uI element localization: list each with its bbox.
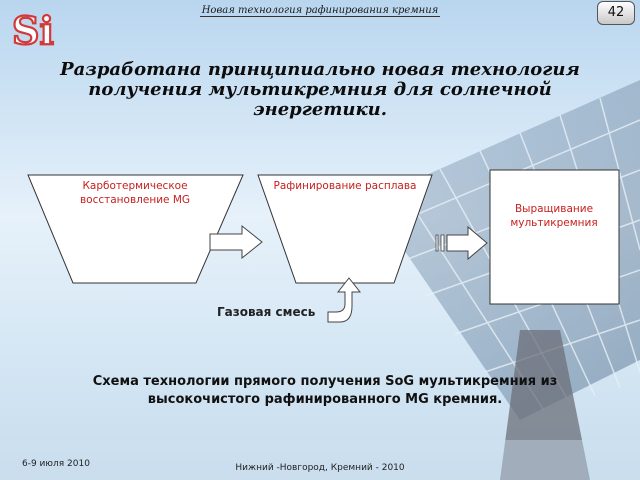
footer-date: 6-9 июля 2010	[22, 459, 90, 469]
stage-2-shape	[257, 174, 433, 284]
slide-heading: Разработана принципиально новая технолог…	[60, 59, 580, 120]
stage-3-label: Выращивание мультикремния	[510, 203, 598, 229]
stage-1-label: Карботермическое восстановление MG	[79, 180, 191, 206]
header-title: Новая технология рафинирования кремния	[199, 5, 441, 17]
page-number: 42	[597, 1, 635, 25]
stage-3-shape	[489, 169, 620, 305]
arrow-right-striped-icon	[435, 225, 488, 261]
arrow-right-icon	[209, 224, 263, 260]
stage-1-shape	[27, 174, 244, 284]
gas-input-arrow-icon	[327, 277, 362, 323]
svg-text:Si: Si	[12, 8, 54, 50]
si-logo: Si	[11, 7, 55, 50]
gas-mixture-label: Газовая смесь	[217, 305, 316, 319]
footer-place: Нижний -Новгород, Кремний - 2010	[235, 463, 405, 473]
diagram-caption: Схема технологии прямого получения SoG м…	[92, 374, 558, 407]
stage-2-label: Рафинирование расплава	[273, 180, 417, 192]
